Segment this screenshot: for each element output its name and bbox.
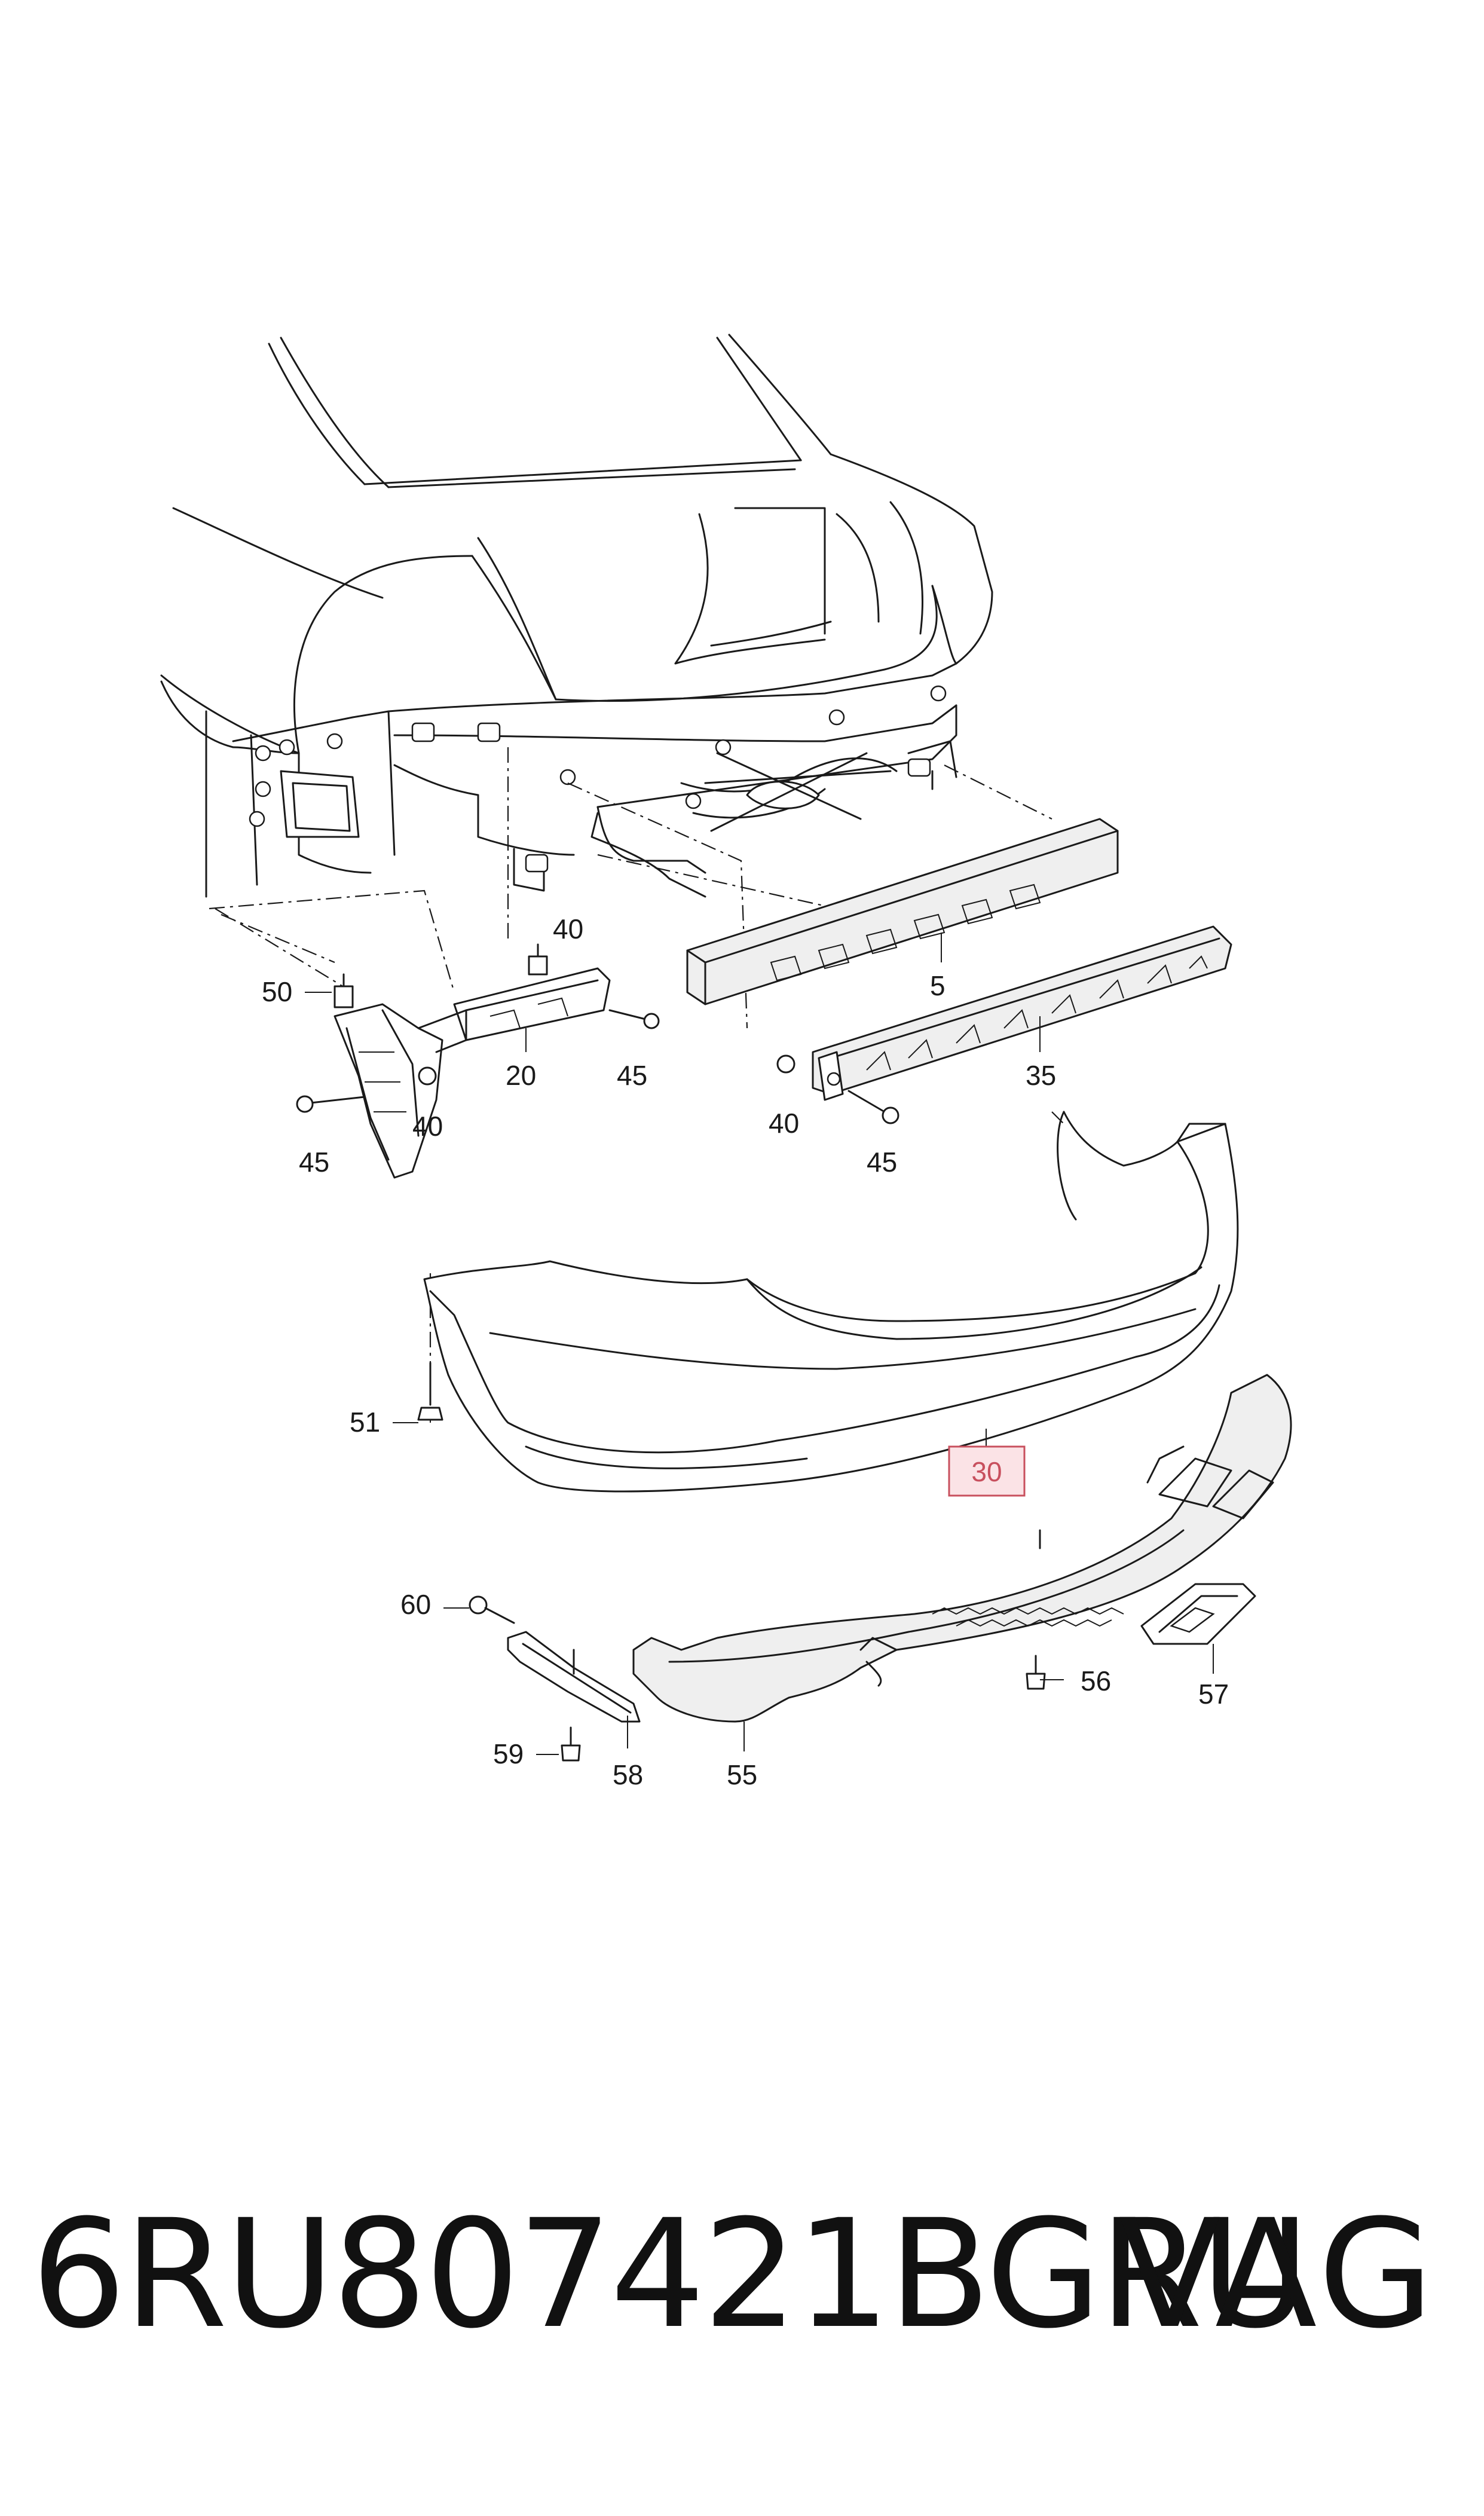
callout-55: 55 xyxy=(727,1759,757,1790)
callout-30: 30 xyxy=(971,1456,1002,1487)
footer: 6RU807421BGRU VAG xyxy=(0,2176,1484,2373)
callout-labels: 5 20 35 40 40 40 45 45 45 50 51 55 56 57… xyxy=(262,913,1229,1790)
callout-40-center: 40 xyxy=(769,1108,799,1139)
callout-59: 59 xyxy=(493,1738,524,1769)
part-20-bracket xyxy=(333,967,611,1179)
callout-20: 20 xyxy=(506,1060,536,1091)
callout-35: 35 xyxy=(1026,1060,1056,1091)
part-58-reflector xyxy=(507,1631,641,1723)
part-number: 6RU807421BGRU xyxy=(31,2187,1310,2361)
callout-57: 57 xyxy=(1198,1679,1229,1710)
callout-56: 56 xyxy=(1081,1665,1111,1696)
callout-45-center: 45 xyxy=(867,1147,897,1178)
callout-5: 5 xyxy=(930,970,946,1001)
part-35-impact-bar xyxy=(812,925,1232,1101)
callout-30-highlight xyxy=(948,1445,1026,1497)
callout-45-left: 45 xyxy=(299,1147,329,1178)
part-30-bumper-cover xyxy=(423,1111,1239,1493)
brand-name: VAG xyxy=(1118,2187,1437,2361)
car-body-rear xyxy=(160,334,993,898)
callout-58: 58 xyxy=(613,1759,643,1790)
callout-40-top: 40 xyxy=(553,913,583,944)
callout-40-left: 40 xyxy=(412,1111,443,1142)
exploded-parts-diagram: 5 20 35 40 40 40 45 45 45 50 51 55 56 57… xyxy=(160,334,1292,1790)
callout-51: 51 xyxy=(350,1407,380,1438)
leader-lines xyxy=(430,933,1214,1751)
callout-60: 60 xyxy=(400,1589,431,1620)
part-5-energy-absorber xyxy=(686,818,1119,1005)
part-55-diffuser xyxy=(632,1374,1292,1723)
callout-50: 50 xyxy=(262,976,292,1007)
callout-45-right: 45 xyxy=(617,1060,647,1091)
fasteners xyxy=(296,943,1046,1762)
part-57-trim xyxy=(1140,1583,1256,1645)
